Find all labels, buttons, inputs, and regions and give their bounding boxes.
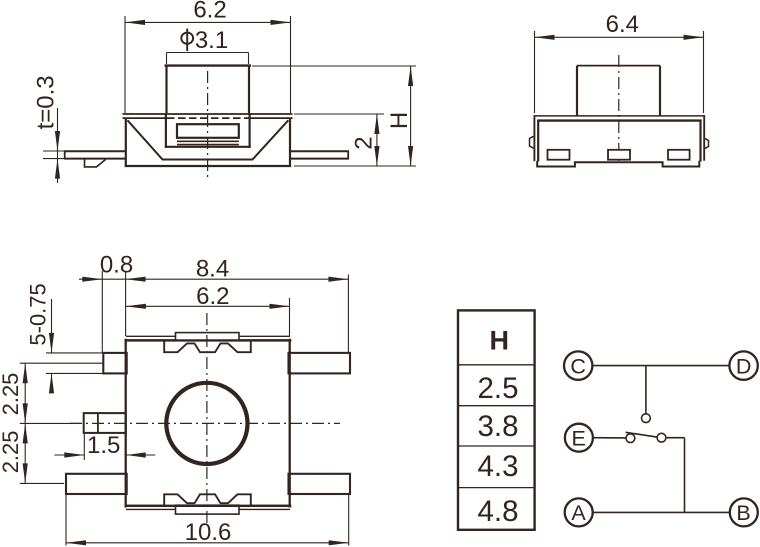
svg-text:E: E: [572, 427, 586, 451]
svg-text:5-0.75: 5-0.75: [25, 283, 50, 345]
svg-text:10.6: 10.6: [185, 519, 232, 546]
svg-text:3.8: 3.8: [477, 410, 518, 443]
svg-text:2.25: 2.25: [0, 373, 23, 416]
svg-text:2.25: 2.25: [0, 430, 23, 473]
svg-text:D: D: [736, 354, 752, 378]
svg-text:1.5: 1.5: [87, 432, 120, 459]
svg-text:C: C: [570, 354, 586, 378]
svg-text:2.5: 2.5: [477, 372, 518, 405]
svg-text:4.8: 4.8: [477, 495, 518, 528]
svg-text:t=0.3: t=0.3: [33, 75, 60, 129]
svg-text:H: H: [490, 326, 510, 356]
svg-text:B: B: [736, 501, 750, 525]
svg-text:4.3: 4.3: [477, 450, 518, 483]
svg-text:H: H: [386, 112, 413, 129]
svg-text:A: A: [571, 501, 586, 525]
svg-text:2: 2: [351, 136, 378, 149]
svg-text:6.4: 6.4: [606, 11, 639, 38]
svg-text:6.2: 6.2: [193, 0, 226, 24]
svg-text:3.1: 3.1: [195, 27, 228, 54]
svg-text:8.4: 8.4: [196, 256, 229, 283]
svg-text:6.2: 6.2: [196, 283, 229, 310]
svg-text:0.8: 0.8: [100, 251, 133, 278]
